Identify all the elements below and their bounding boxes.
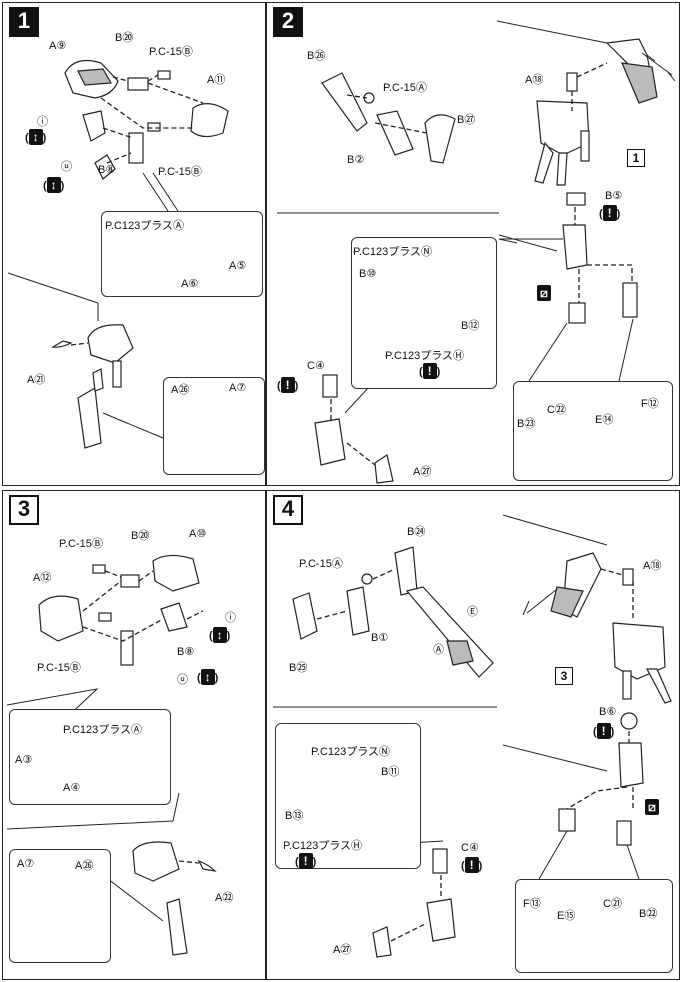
- part-label-pc123a: P.C123プラスⒶ: [63, 724, 143, 736]
- subassembly-box: [513, 381, 673, 481]
- step-4-panel: 4 B㉔ P.C-15Ⓐ B① B㉕ Ⓔ Ⓐ A⑱ 3 B⑥ (!) ⧄ P.C…: [266, 490, 680, 980]
- option-label-i: ⓘ: [225, 612, 236, 624]
- part-label-b26: B㉖: [307, 50, 326, 62]
- subassembly-box: [163, 377, 265, 475]
- exclamation-warning-icon: (!): [593, 723, 615, 739]
- part-label-b8: B⑧: [98, 164, 116, 176]
- exclamation-warning-icon: (!): [419, 363, 441, 379]
- part-label-f13: F⑬: [523, 898, 541, 910]
- part-label-a7: A⑦: [17, 858, 35, 870]
- part-label-b20: B⑳: [131, 530, 150, 542]
- part-label-pc123n: P.C123プラスⓃ: [353, 246, 433, 258]
- part-label-pc123h: P.C123プラスⒽ: [283, 840, 363, 852]
- part-label-b12: B⑫: [461, 320, 480, 332]
- part-label-pc15b-bot: P.C-15Ⓑ: [158, 166, 202, 178]
- part-label-a3: A③: [15, 754, 33, 766]
- part-label-b1: B①: [371, 632, 389, 644]
- step-number: 2: [273, 7, 303, 37]
- part-label-b27: B㉗: [457, 114, 476, 126]
- part-label-a18: A⑱: [525, 74, 544, 86]
- option-label-i: ⓘ: [37, 116, 48, 128]
- part-label-c21: C㉑: [603, 898, 622, 910]
- part-label-b22: B㉒: [639, 908, 658, 920]
- part-label-pc15b-top: P.C-15Ⓑ: [149, 46, 193, 58]
- subassembly-box: [9, 849, 111, 963]
- part-label-a5: A⑤: [229, 260, 247, 272]
- option-label-u: ⓤ: [61, 161, 72, 173]
- subassembly-box: [9, 709, 171, 805]
- part-label-a4: A④: [63, 782, 81, 794]
- part-label-e15: E⑮: [557, 910, 576, 922]
- part-label-b20: B⑳: [115, 32, 134, 44]
- part-label-pc123a: P.C123プラスⒶ: [105, 220, 185, 232]
- step-4-drawing: [273, 514, 672, 969]
- exclamation-warning-icon: (!): [461, 857, 483, 873]
- subassembly-box: [275, 723, 421, 869]
- part-label-pc15a: P.C-15Ⓐ: [299, 558, 343, 570]
- exclamation-warning-icon: (!): [277, 377, 299, 393]
- step-reference-1: 1: [627, 149, 645, 167]
- part-label-b24: B㉔: [407, 526, 426, 538]
- part-label-a10: A⑩: [189, 528, 207, 540]
- part-label-pc15b-bot: P.C-15Ⓑ: [37, 662, 81, 674]
- swap-options-icon: ⧄: [645, 799, 659, 815]
- part-label-b6: B⑥: [599, 706, 617, 718]
- swap-options-icon: ⧄: [537, 285, 551, 301]
- exclamation-warning-icon: (!): [599, 205, 621, 221]
- part-label-a21: A㉑: [27, 374, 46, 386]
- part-label-a26: A㉖: [75, 860, 94, 872]
- step-number: 3: [9, 495, 39, 525]
- part-label-e14: E⑭: [595, 414, 614, 426]
- step-reference-3: 3: [555, 667, 573, 685]
- part-label-b25: B㉕: [289, 662, 308, 674]
- part-label-pc15b-top: P.C-15Ⓑ: [59, 538, 103, 550]
- part-label-a27: A㉗: [413, 466, 432, 478]
- part-label-a7: A⑦: [229, 382, 247, 394]
- part-label-c22: C㉒: [547, 404, 566, 416]
- step-number: 4: [273, 495, 303, 525]
- part-label-a27: A㉗: [333, 944, 352, 956]
- double-arrow-icon: (↕): [197, 669, 219, 685]
- step-3-drawing: [6, 554, 217, 956]
- part-label-a22: A㉒: [215, 892, 234, 904]
- subassembly-box: [515, 879, 673, 973]
- double-arrow-icon: (↕): [43, 177, 65, 193]
- part-label-b2: B②: [347, 154, 365, 166]
- step-2-panel: 2 B㉖ P.C-15Ⓐ B② B㉗ A⑱ 1 B⑤ (!) P.C123プラス…: [266, 2, 680, 486]
- part-label-a11: A⑪: [207, 74, 226, 86]
- part-label-b8: B⑧: [177, 646, 195, 658]
- double-arrow-icon: (↕): [209, 627, 231, 643]
- exclamation-warning-icon: (!): [295, 853, 317, 869]
- part-label-a12: A⑫: [33, 572, 52, 584]
- option-label-u: ⓤ: [177, 674, 188, 686]
- part-label-a9: A⑨: [49, 40, 67, 52]
- part-label-c4: C④: [461, 842, 479, 854]
- part-label-b13: B⑬: [285, 810, 304, 822]
- option-label-a: Ⓐ: [433, 644, 444, 656]
- part-label-b10: B⑩: [359, 268, 377, 280]
- step-1-panel: 1 A⑨ B⑳ P.C-15Ⓑ A⑪ B⑧ P.C-15Ⓑ ⓘ ⓤ (↕) (↕…: [2, 2, 266, 486]
- part-label-pc123n: P.C123プラスⓃ: [311, 746, 391, 758]
- part-label-b5: B⑤: [605, 190, 623, 202]
- part-label-a26: A㉖: [171, 384, 190, 396]
- step-number: 1: [9, 7, 39, 37]
- part-label-a18: A⑱: [643, 560, 662, 572]
- part-label-a6: A⑥: [181, 278, 199, 290]
- double-arrow-icon: (↕): [25, 129, 47, 145]
- part-label-c4: C④: [307, 360, 325, 372]
- part-label-b11: B⑪: [381, 766, 400, 778]
- part-label-pc123h: P.C123プラスⒽ: [385, 350, 465, 362]
- part-label-f12: F⑫: [641, 398, 659, 410]
- subassembly-box: [101, 211, 263, 297]
- step-3-panel: 3 P.C-15Ⓑ B⑳ A⑩ A⑫ P.C-15Ⓑ B⑧ ⓘ (↕) ⓤ (↕…: [2, 490, 266, 980]
- part-label-b23: B㉓: [517, 418, 536, 430]
- option-label-e: Ⓔ: [467, 606, 478, 618]
- part-label-pc15a: P.C-15Ⓐ: [383, 82, 427, 94]
